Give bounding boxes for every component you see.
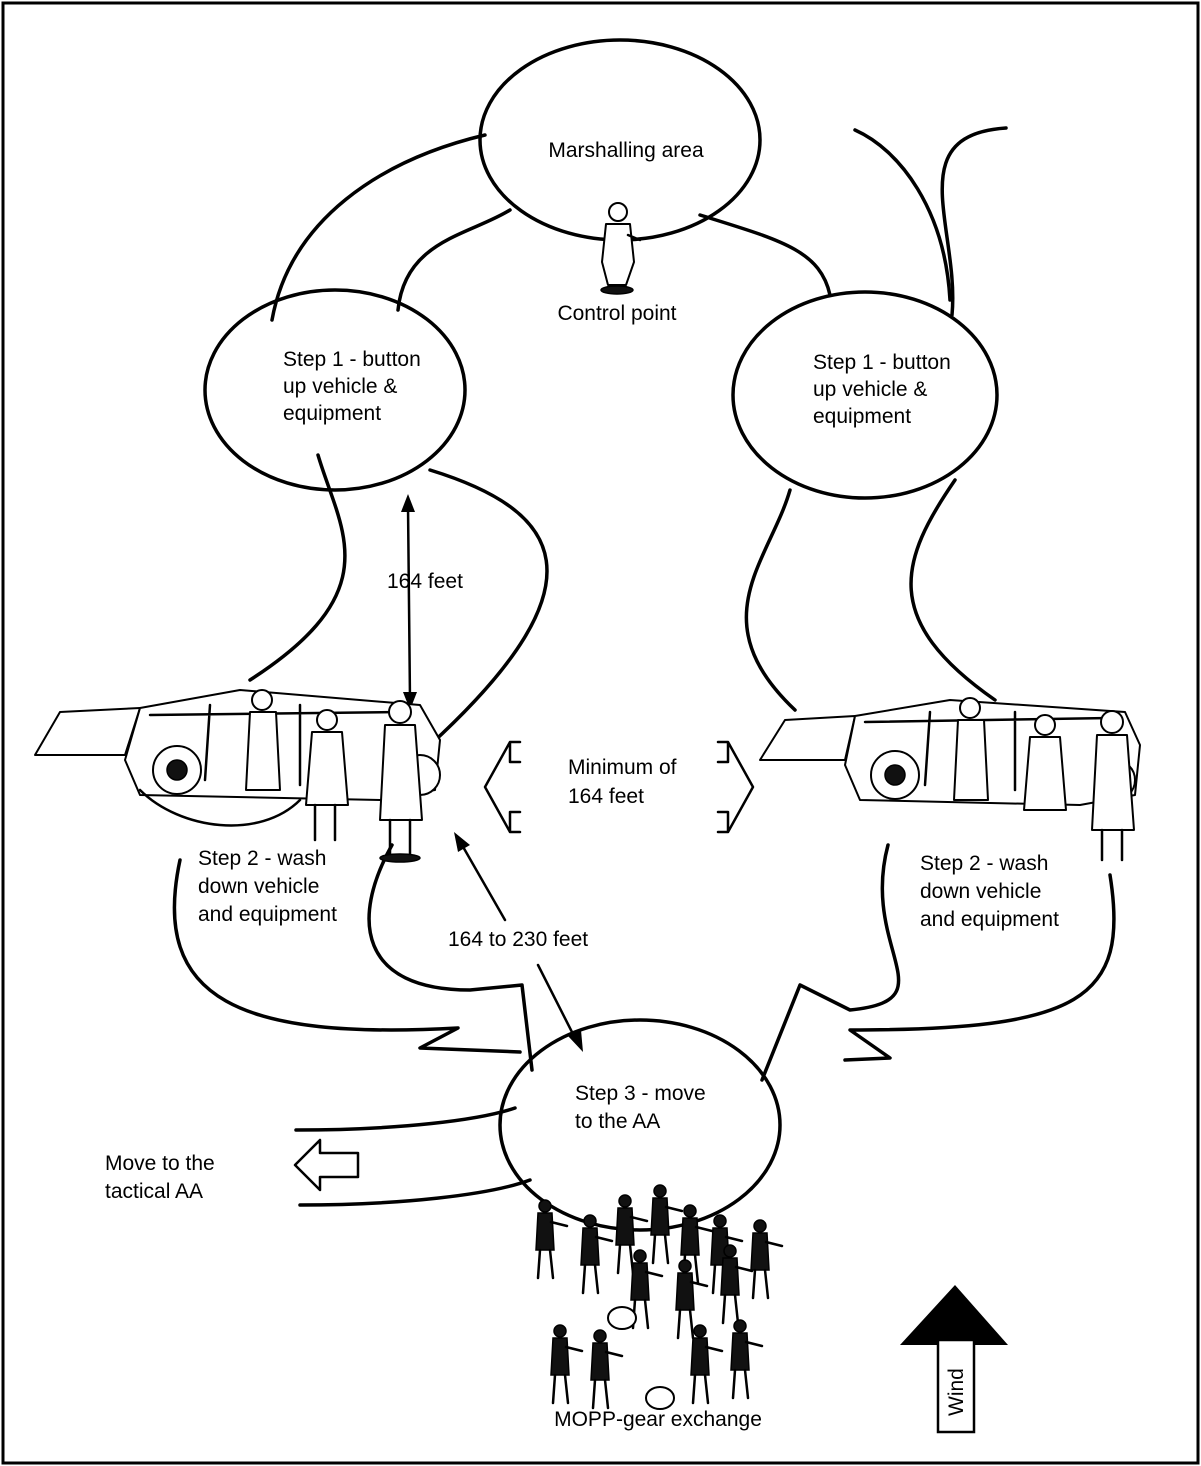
step1-left-ellipse	[203, 288, 467, 492]
exit-arrow-icon	[293, 1138, 360, 1192]
gear-bag	[607, 1306, 637, 1330]
step2-left-line1: Step 2 - wash	[198, 847, 326, 870]
step1-right-line2: up vehicle &	[813, 378, 927, 401]
step1-left-line3: equipment	[283, 402, 381, 425]
wind-arrow-icon	[900, 1285, 1008, 1434]
minimum-line2: 164 feet	[568, 785, 644, 808]
vehicle-left-icon	[34, 689, 441, 863]
minimum-line1: Minimum of	[568, 756, 677, 779]
distance-164-230-label: 164 to 230 feet	[448, 928, 588, 951]
soldier-figure	[680, 1204, 714, 1285]
soldier-figure	[590, 1329, 624, 1410]
step3-ellipse	[498, 1018, 782, 1232]
step1-right-ellipse	[731, 290, 999, 500]
soldier-figure	[675, 1259, 709, 1340]
gear-bag	[645, 1386, 675, 1410]
wind-label: Wind	[945, 1368, 968, 1416]
soldier-figure	[580, 1214, 614, 1295]
distance-arrow-164	[401, 494, 417, 710]
soldier-figure	[730, 1319, 764, 1400]
flow-paths	[172, 126, 1116, 1207]
step2-right-line2: down vehicle	[920, 880, 1041, 903]
soldier-figure	[690, 1324, 724, 1405]
move-tactical-line1: Move to the	[105, 1152, 215, 1175]
step1-right-line1: Step 1 - button	[813, 351, 951, 374]
minimum-distance-arrows	[483, 740, 755, 834]
soldier-figure	[650, 1184, 684, 1265]
soldier-figure	[535, 1199, 569, 1280]
move-tactical-line2: tactical AA	[105, 1180, 203, 1203]
distance-164-label: 164 feet	[387, 570, 463, 593]
soldier-figure	[720, 1244, 754, 1325]
control-point-soldier-icon	[600, 202, 642, 295]
step3-line2: to the AA	[575, 1110, 660, 1133]
distance-arrow-164-230	[454, 832, 583, 1052]
step1-right-line3: equipment	[813, 405, 911, 428]
marshalling-area-label: Marshalling area	[548, 139, 704, 162]
step2-left-line3: and equipment	[198, 903, 337, 926]
step3-line1: Step 3 - move	[575, 1082, 706, 1105]
step2-left-line2: down vehicle	[198, 875, 319, 898]
step2-right-line3: and equipment	[920, 908, 1059, 931]
vehicle-right-icon	[759, 697, 1141, 862]
step2-right-line1: Step 2 - wash	[920, 852, 1048, 875]
step1-left-line2: up vehicle &	[283, 375, 397, 398]
mopp-gear-label: MOPP-gear exchange	[554, 1408, 762, 1431]
soldier-figure	[550, 1324, 584, 1405]
step1-left-line1: Step 1 - button	[283, 348, 421, 371]
control-point-label: Control point	[557, 302, 676, 325]
soldiers-group-icon	[535, 1184, 784, 1410]
soldier-figure	[750, 1219, 784, 1300]
